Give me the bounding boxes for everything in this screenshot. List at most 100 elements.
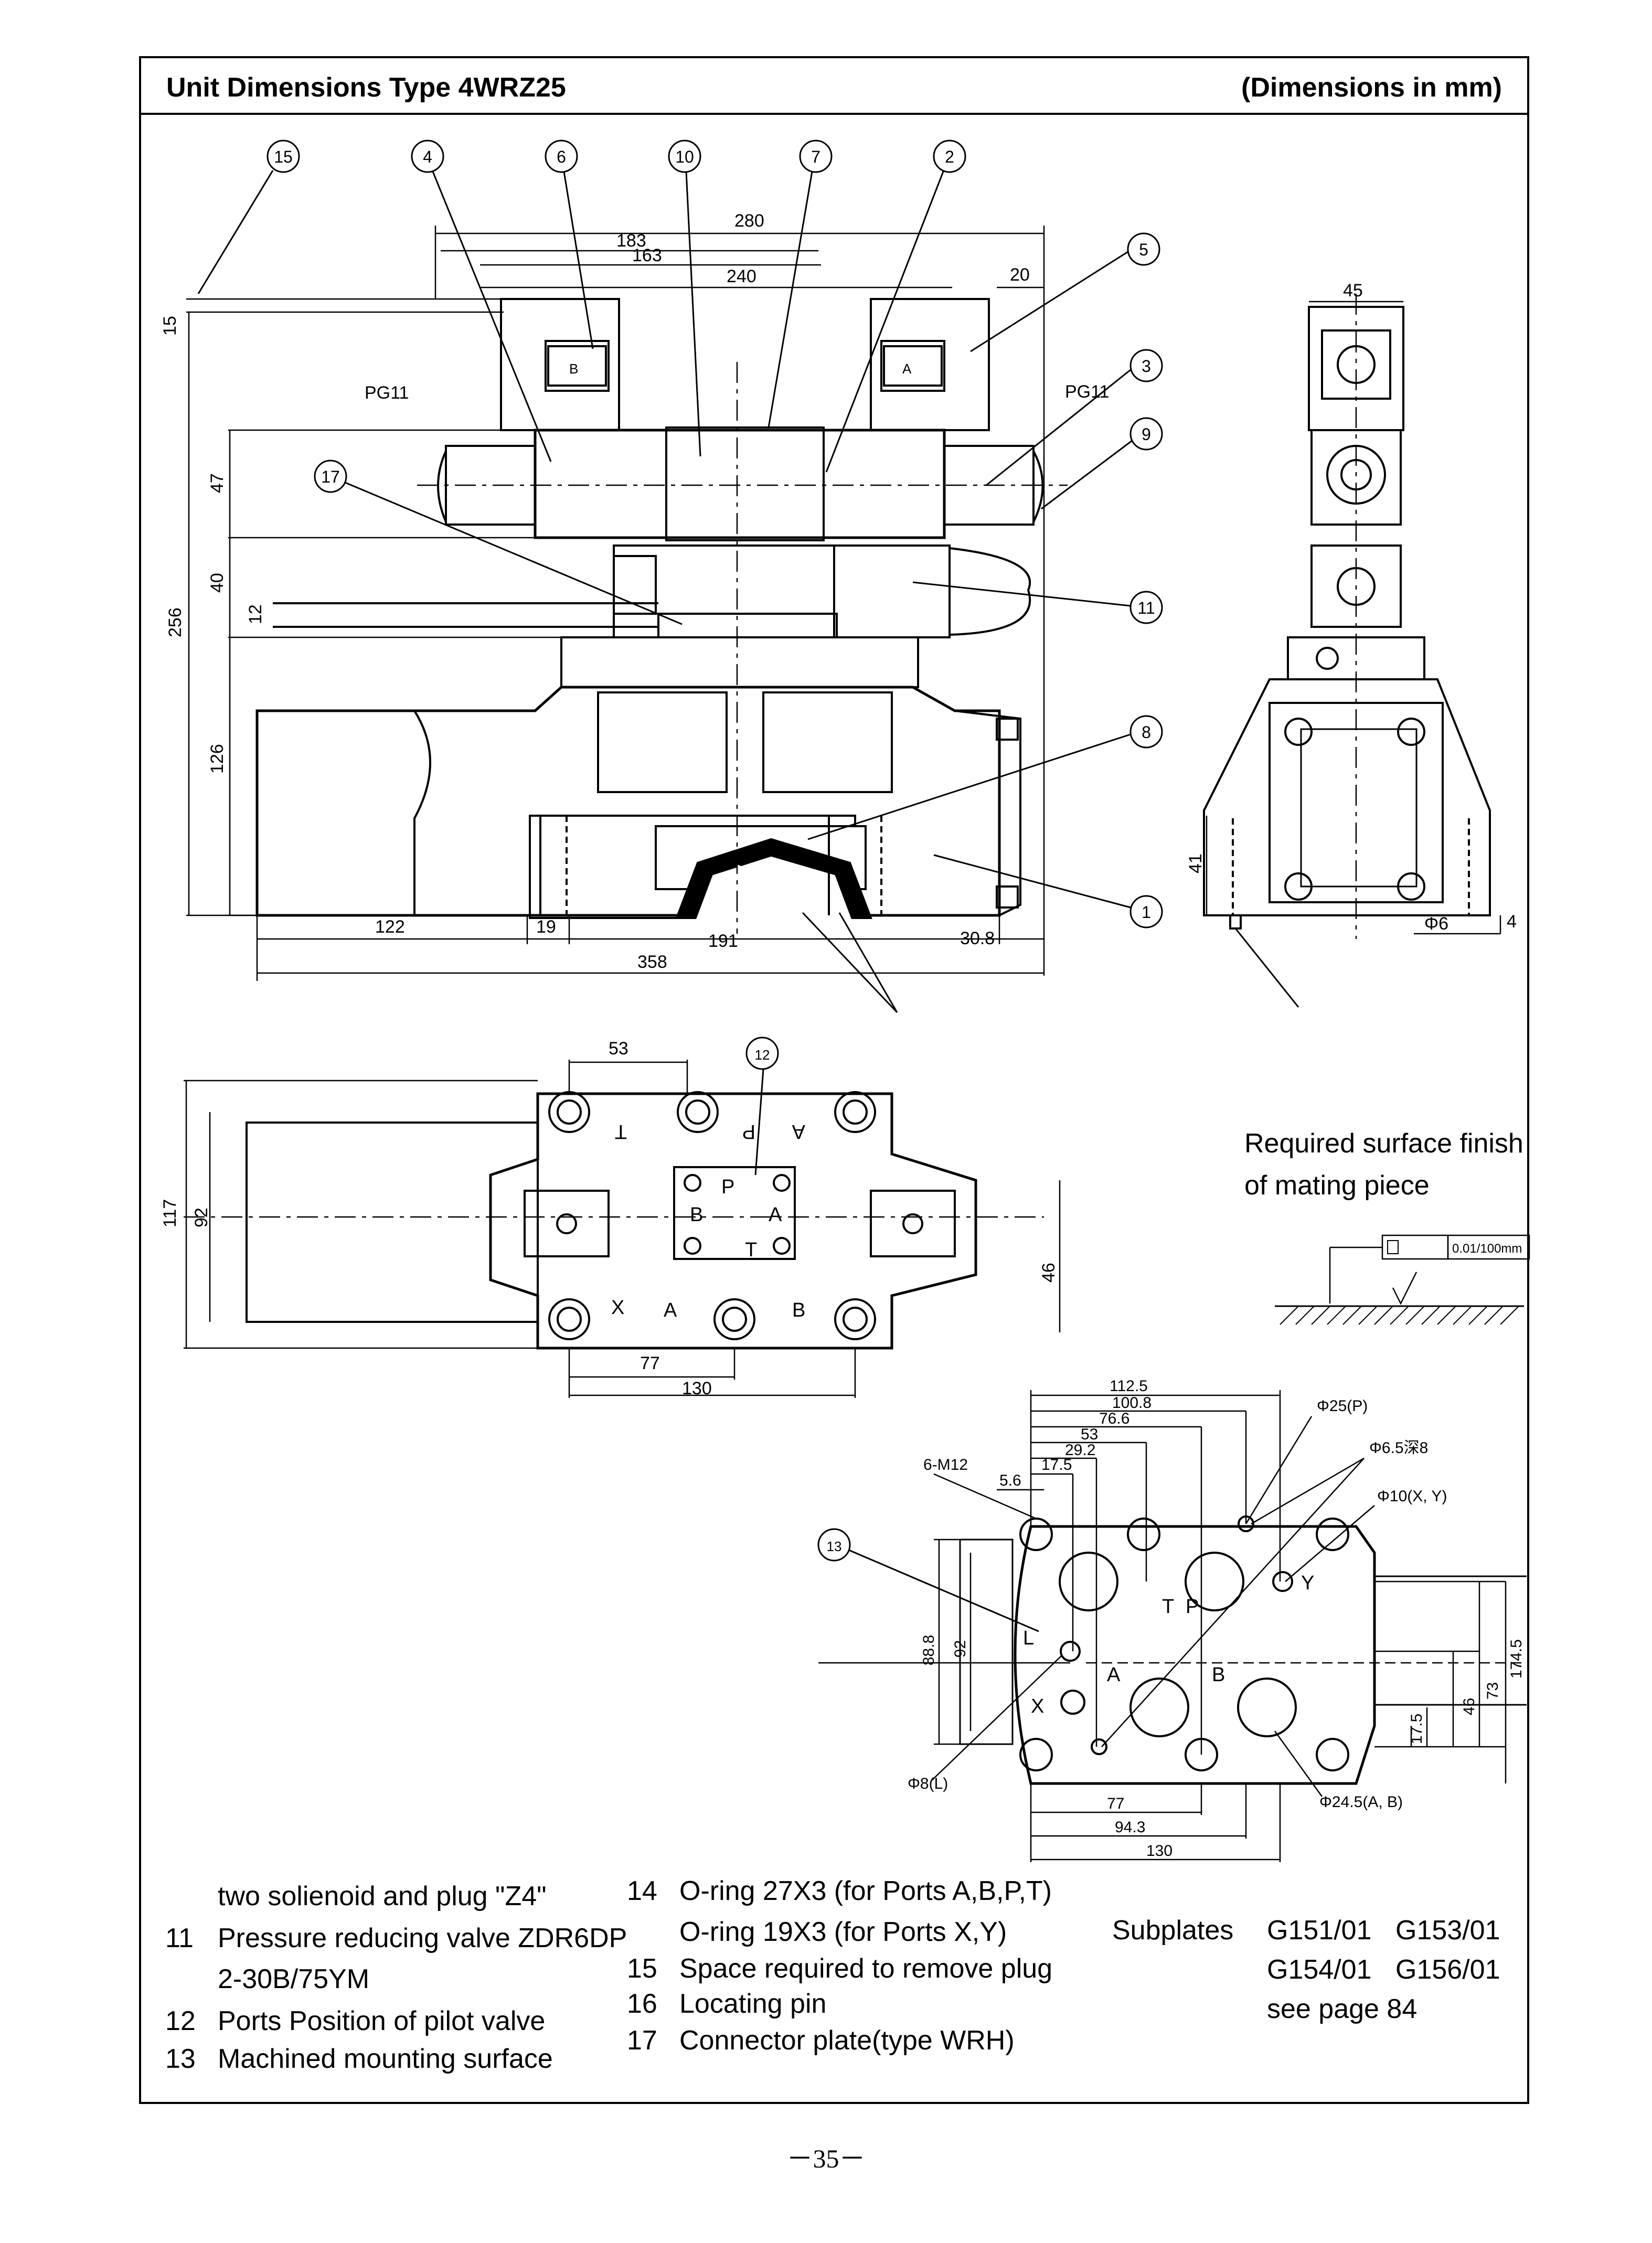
- subplate-g153: G153/01: [1395, 1915, 1500, 1946]
- subplate-g151: G151/01: [1267, 1915, 1372, 1946]
- dim-41: 41: [1186, 853, 1206, 873]
- plan-pilot-p: P: [721, 1176, 734, 1198]
- plan-port-a-top: A: [792, 1120, 805, 1142]
- dim-phi24-5: Φ24.5(A, B): [1319, 1793, 1403, 1811]
- subplate-pattern: 112.5 100.8 76.6 53 29.2 17.5 5.6 6-M12 …: [818, 1377, 1527, 1862]
- dim-40: 40: [207, 573, 227, 593]
- plan-pilot-b: B: [690, 1204, 703, 1226]
- dim-183: 183: [616, 231, 646, 251]
- callout-12: 12: [755, 1047, 770, 1063]
- page-number: －35－: [786, 2144, 866, 2173]
- sub-port-l: L: [1023, 1627, 1034, 1649]
- callout-2: 2: [945, 147, 954, 166]
- solenoid-a-label: A: [902, 361, 912, 377]
- dim-92b: 92: [952, 1640, 969, 1658]
- plan-port-a: A: [664, 1299, 677, 1321]
- dim-17-5: 17.5: [1408, 1714, 1425, 1744]
- callout-17: 17: [321, 467, 340, 486]
- flatness-tolerance: 0.01/100mm: [1452, 1242, 1522, 1256]
- dim-256: 256: [165, 607, 185, 637]
- dim-20: 20: [1010, 265, 1030, 285]
- dim-100-8: 100.8: [1112, 1394, 1152, 1412]
- side-view: 45 41 Φ6 4: [1186, 281, 1517, 1008]
- sub-port-a: A: [1107, 1664, 1121, 1686]
- surface-finish-note: Required surface finish of mating piece: [1244, 1123, 1523, 1206]
- callout-4: 4: [423, 147, 432, 166]
- subplate-g156: G156/01: [1395, 1954, 1500, 1985]
- callouts-top: 15 4 6 10 7 2 5 3 9 17 11 8 1 12 13: [197, 140, 1163, 1632]
- callout-6: 6: [557, 147, 566, 166]
- top-view: 280 183 163 240 20 15 47 40 12 256 126 1…: [160, 211, 1109, 981]
- surface-finish-symbol: 0.01/100mm: [1275, 1234, 1530, 1325]
- dim-phi6: Φ6: [1424, 914, 1448, 934]
- subplates-block: Subplates G151/01 G153/01 G154/01 G156/0…: [1112, 1915, 1511, 2030]
- pg11-left: PG11: [365, 383, 409, 403]
- dim-17-5-top: 17.5: [1041, 1456, 1072, 1473]
- sub-port-t: T: [1162, 1596, 1174, 1618]
- dim-174-5: 174.5: [1508, 1639, 1525, 1679]
- subplates-see-page: see page 84: [1267, 1994, 1417, 2024]
- dim-30-8: 30.8: [960, 928, 995, 948]
- dim-77b: 77: [1107, 1795, 1124, 1812]
- drawing-frame: Unit Dimensions Type 4WRZ25 (Dimensions …: [139, 56, 1529, 2104]
- dim-6-m12: 6-M12: [923, 1456, 968, 1473]
- sub-port-x: X: [1031, 1695, 1044, 1717]
- units-note: (Dimensions in mm): [1241, 72, 1502, 103]
- callout-7: 7: [811, 147, 820, 166]
- dim-45: 45: [1343, 281, 1363, 301]
- legend-column-2: and position of ports 14 O-ring 27X3 (fo…: [627, 1847, 1053, 2056]
- dim-88-8: 88.8: [920, 1635, 937, 1665]
- plan-port-b: B: [792, 1299, 805, 1321]
- dim-phi6-5: Φ6.5深8: [1369, 1439, 1428, 1457]
- dim-112-5: 112.5: [1110, 1377, 1148, 1395]
- dim-92: 92: [191, 1208, 211, 1227]
- dim-53: 53: [609, 1039, 628, 1059]
- plan-port-x: X: [611, 1297, 624, 1319]
- callout-15: 15: [274, 147, 293, 166]
- subplates-label: Subplates: [1112, 1915, 1234, 1946]
- dim-73: 73: [1484, 1682, 1501, 1700]
- callout-1: 1: [1142, 903, 1151, 922]
- plan-port-t: T: [615, 1120, 627, 1142]
- surface-finish-line2: of mating piece: [1244, 1170, 1430, 1201]
- dim-19: 19: [536, 917, 556, 937]
- dim-280: 280: [734, 211, 764, 231]
- dim-358: 358: [637, 952, 667, 972]
- dim-191: 191: [708, 931, 738, 951]
- dim-29-2: 29.2: [1065, 1441, 1095, 1459]
- dim-46b: 46: [1461, 1698, 1478, 1715]
- dim-15: 15: [160, 316, 180, 336]
- plan-view: 53 117 92 46 77 130 T P A P B A T X A B: [160, 1039, 1061, 1398]
- callout-8: 8: [1142, 723, 1151, 742]
- dim-240: 240: [727, 266, 756, 286]
- subplate-g154: G154/01: [1267, 1954, 1372, 1985]
- sub-port-y: Y: [1301, 1572, 1314, 1594]
- dim-76-6: 76.6: [1099, 1410, 1129, 1427]
- dim-53b: 53: [1081, 1426, 1098, 1443]
- solenoid-b-label: B: [569, 361, 578, 377]
- dim-130: 130: [682, 1379, 712, 1398]
- plan-pilot-a: A: [769, 1204, 782, 1226]
- dim-122: 122: [375, 917, 405, 937]
- dim-5-6: 5.6: [999, 1472, 1021, 1489]
- callout-9: 9: [1142, 425, 1151, 444]
- header: Unit Dimensions Type 4WRZ25 (Dimensions …: [141, 58, 1527, 115]
- dim-phi10-xy: Φ10(X, Y): [1377, 1488, 1447, 1505]
- legend-column-1: 10 Pilot valve for 3-position valve with…: [165, 1852, 635, 2074]
- page-title: Unit Dimensions Type 4WRZ25: [166, 72, 566, 103]
- surface-finish-line1: Required surface finish: [1244, 1128, 1523, 1159]
- dim-phi8-l: Φ8(L): [908, 1775, 948, 1792]
- plan-pilot-t: T: [745, 1239, 757, 1261]
- callout-3: 3: [1142, 357, 1151, 376]
- plan-port-p: P: [742, 1120, 755, 1142]
- callout-10: 10: [675, 147, 694, 166]
- dim-130b: 130: [1146, 1842, 1173, 1860]
- dim-46: 46: [1039, 1263, 1059, 1283]
- sub-port-p: P: [1186, 1596, 1199, 1618]
- dim-4: 4: [1507, 912, 1517, 932]
- dim-12: 12: [246, 604, 265, 624]
- dim-47: 47: [207, 473, 227, 493]
- dim-117: 117: [160, 1199, 180, 1227]
- callout-11: 11: [1137, 599, 1155, 617]
